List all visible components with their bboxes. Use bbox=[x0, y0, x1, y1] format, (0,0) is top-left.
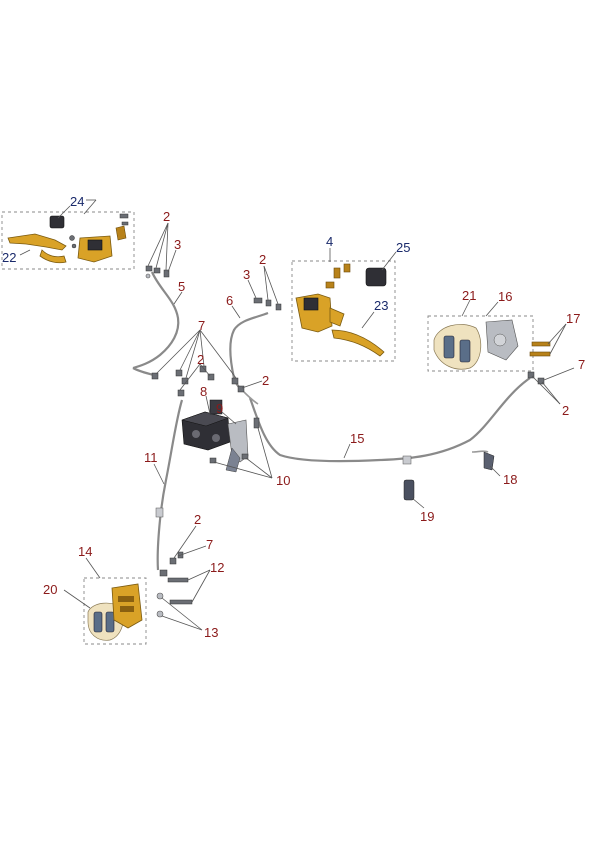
callout-23: 23 bbox=[374, 298, 388, 313]
callout-3-mid: 3 bbox=[243, 267, 250, 282]
callout-2-abs-right: 2 bbox=[262, 373, 269, 388]
callout-15: 15 bbox=[350, 431, 364, 446]
callout-18: 18 bbox=[503, 472, 517, 487]
callout-5: 5 bbox=[178, 279, 185, 294]
callout-2-right: 2 bbox=[562, 403, 569, 418]
front-master-cylinder bbox=[7, 213, 129, 264]
callout-12: 12 bbox=[210, 560, 224, 575]
front-master-cylinder-group-box bbox=[1, 211, 135, 270]
rear-master-cylinder bbox=[295, 263, 387, 357]
callout-6: 6 bbox=[226, 293, 233, 308]
hose-fittings-upper-mid bbox=[253, 297, 282, 311]
callout-7-right: 7 bbox=[578, 357, 585, 372]
callout-labels: 24 22 2 3 5 7 2 8 9 2 6 3 2 4 25 23 21 1… bbox=[2, 194, 585, 640]
callout-2-lower: 2 bbox=[194, 512, 201, 527]
callout-4: 4 bbox=[326, 234, 333, 249]
leader-lines bbox=[19, 199, 575, 631]
callout-17: 17 bbox=[566, 311, 580, 326]
callout-19: 19 bbox=[420, 509, 434, 524]
callout-2-top-left: 2 bbox=[163, 209, 170, 224]
callout-20: 20 bbox=[43, 582, 57, 597]
callout-25: 25 bbox=[396, 240, 410, 255]
callout-14: 14 bbox=[78, 544, 92, 559]
hose-fittings-right bbox=[527, 371, 545, 385]
hose-fittings-lower bbox=[156, 551, 193, 618]
callout-10: 10 bbox=[276, 473, 290, 488]
callout-13: 13 bbox=[204, 625, 218, 640]
rear-master-cylinder-group-box bbox=[291, 260, 396, 362]
callout-2-mid: 2 bbox=[197, 352, 204, 367]
hose-fittings-mid bbox=[151, 365, 245, 397]
hose-grommet-19 bbox=[403, 479, 415, 501]
abs-modulator bbox=[181, 399, 231, 451]
callout-24: 24 bbox=[70, 194, 84, 209]
callout-3-top-left: 3 bbox=[174, 237, 181, 252]
front-caliper bbox=[87, 583, 143, 641]
front-caliper-group-box bbox=[83, 577, 147, 645]
callout-16: 16 bbox=[498, 289, 512, 304]
hose-clip-18 bbox=[483, 451, 495, 471]
callout-11: 11 bbox=[144, 450, 158, 465]
callout-7-mid: 7 bbox=[198, 318, 205, 333]
callout-22: 22 bbox=[2, 250, 16, 265]
callout-9: 9 bbox=[216, 401, 223, 416]
callout-2-upper-mid: 2 bbox=[259, 252, 266, 267]
callout-21: 21 bbox=[462, 288, 476, 303]
rear-caliper bbox=[433, 319, 551, 370]
callout-8: 8 bbox=[200, 384, 207, 399]
callout-7-lower: 7 bbox=[206, 537, 213, 552]
banjo-bolts-upper-left bbox=[145, 265, 170, 279]
